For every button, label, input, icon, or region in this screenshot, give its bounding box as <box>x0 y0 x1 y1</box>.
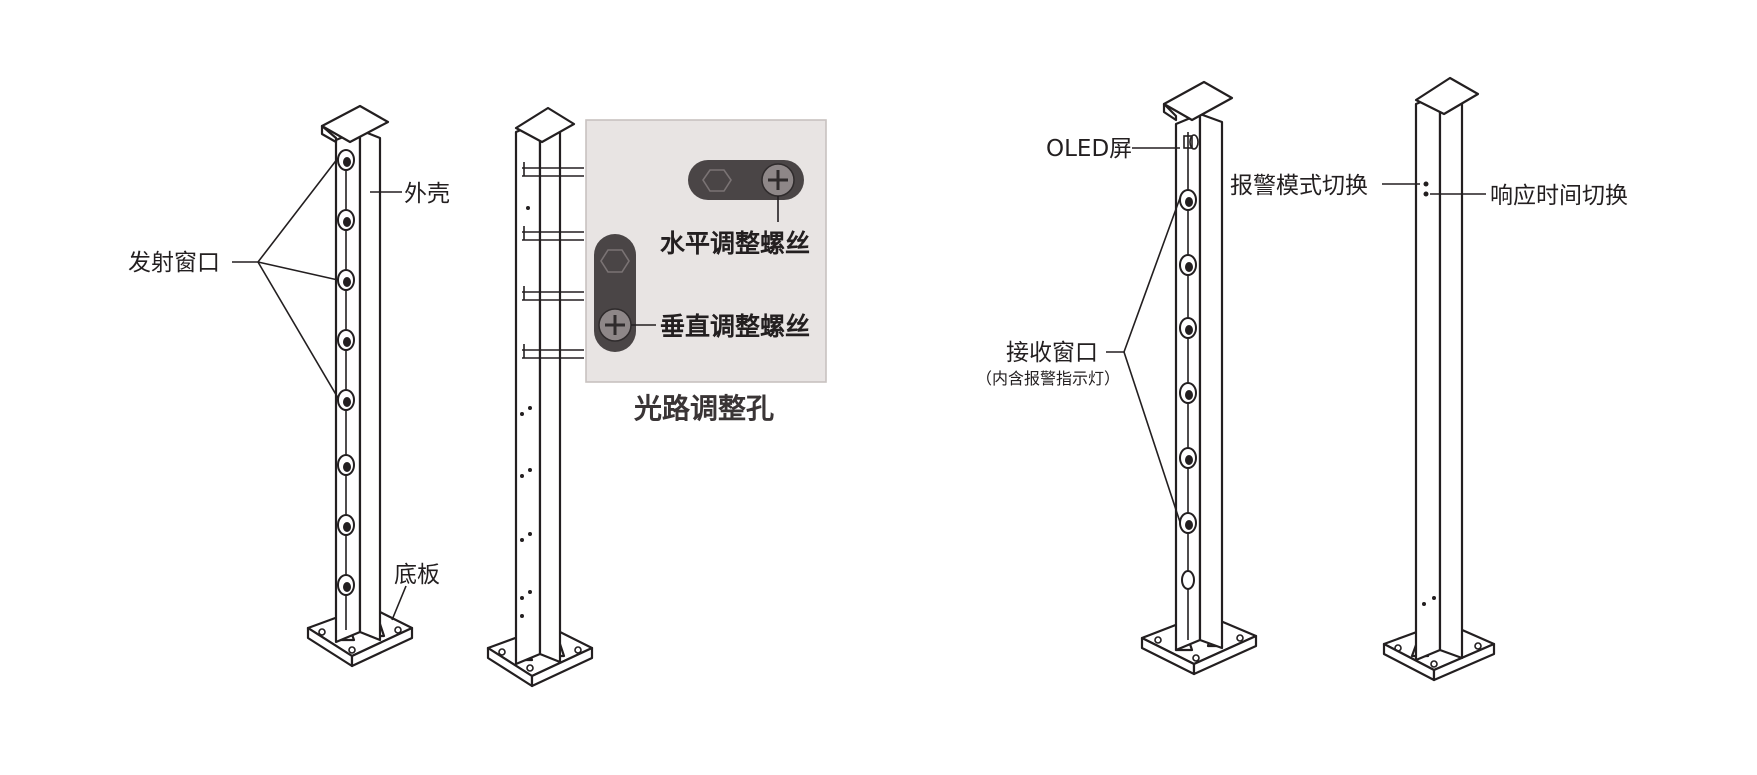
base-plate-label: 底板 <box>394 562 440 588</box>
transmitter-housing <box>334 128 362 644</box>
alarm-mode-label: 报警模式切换 <box>1230 173 1368 199</box>
response-time-label: 响应时间切换 <box>1490 183 1628 209</box>
oled-screen <box>1183 134 1199 150</box>
vertical-screw-label: 垂直调整螺丝 <box>660 312 810 341</box>
adjustment-holes <box>520 162 584 618</box>
emit-window-label: 发射窗口 <box>128 250 220 276</box>
transmitter-post <box>232 104 414 668</box>
oled-label: OLED屏 <box>1046 136 1132 162</box>
adjustment-inset-panel <box>585 119 827 383</box>
horizontal-screw-label: 水平调整螺丝 <box>660 229 810 258</box>
housing-label: 外壳 <box>404 181 450 207</box>
transmitter-emit-windows <box>337 149 355 596</box>
transmitter-top-cap <box>320 104 390 144</box>
receiver-post <box>1106 80 1258 676</box>
receive-window-note: （内含报警指示灯） <box>976 369 1120 388</box>
receiver-side-post <box>1382 76 1496 682</box>
receiver-windows <box>1179 189 1197 590</box>
vertical-adjust-screw <box>594 234 656 352</box>
adjustment-post <box>486 106 594 688</box>
mode-switches <box>1422 181 1436 606</box>
horizontal-adjust-screw <box>688 160 804 222</box>
optical-hole-label: 光路调整孔 <box>633 392 774 425</box>
receive-window-label: 接收窗口 <box>1006 340 1098 366</box>
